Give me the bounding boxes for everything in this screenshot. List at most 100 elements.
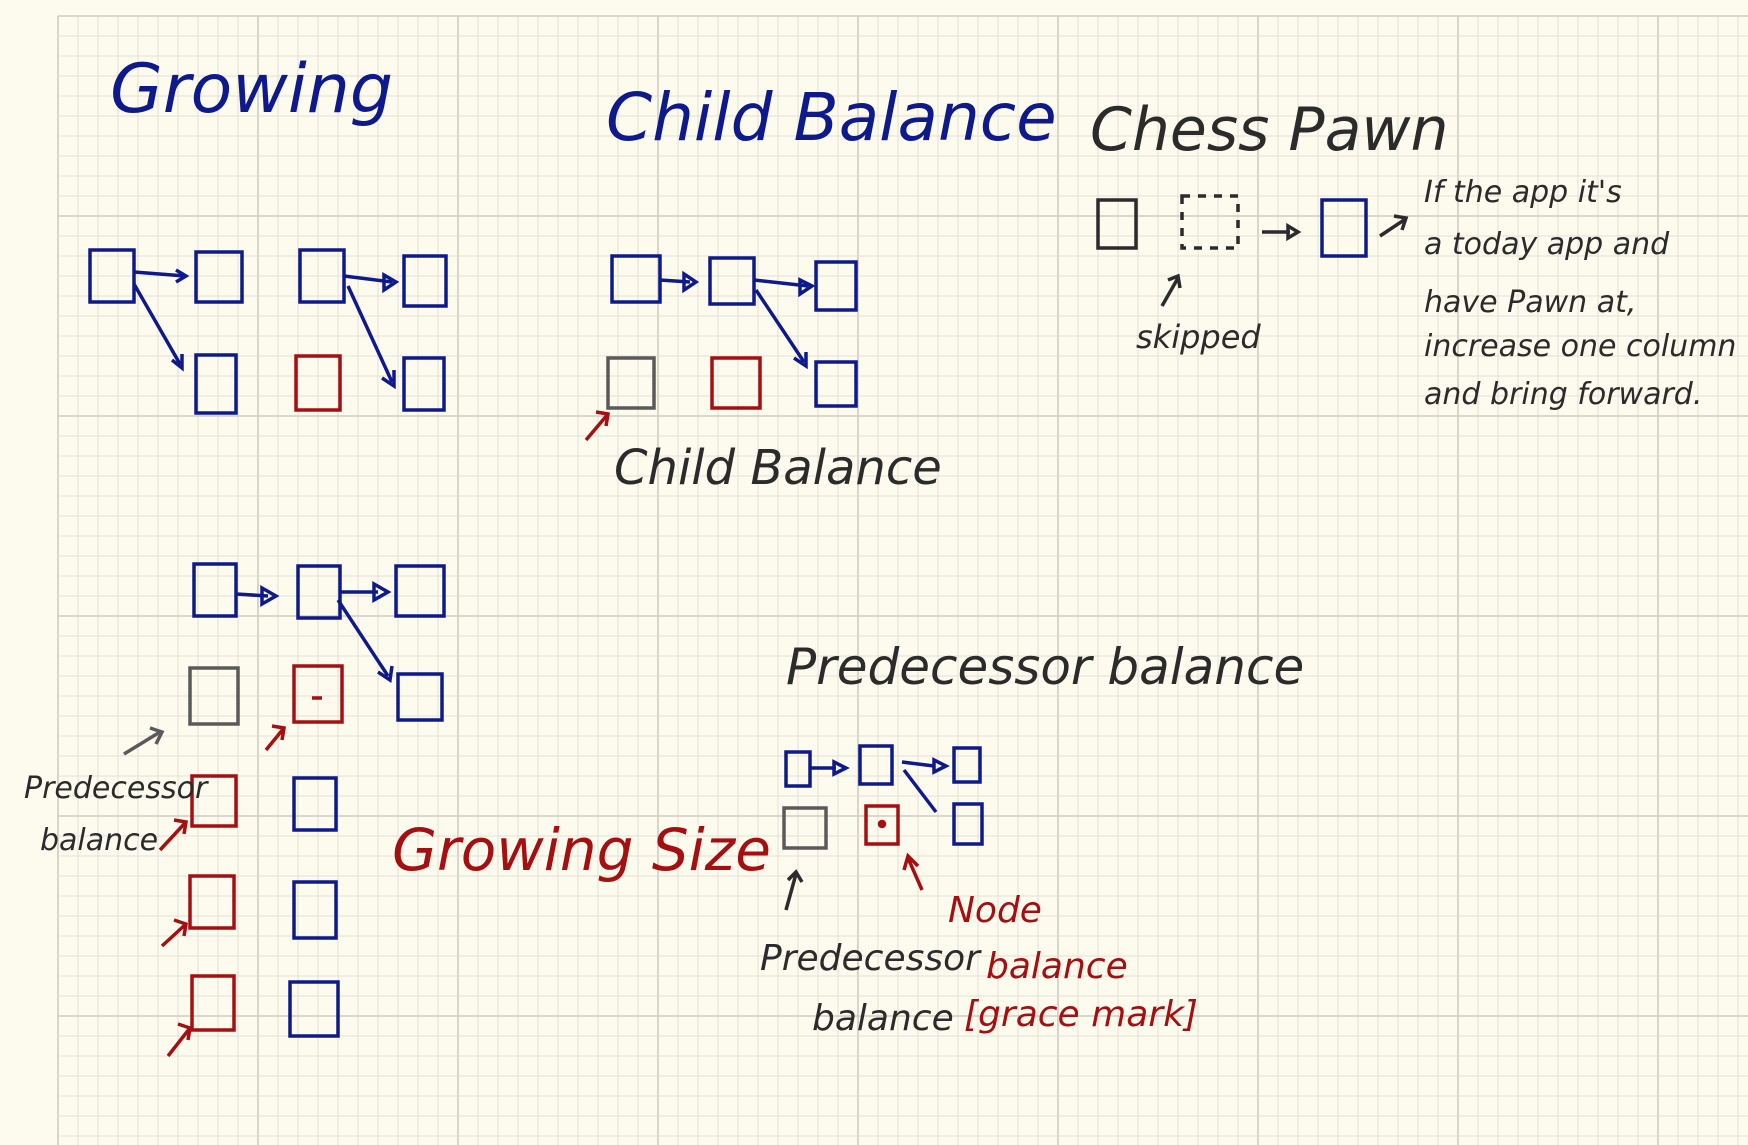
node-box [296,564,342,620]
child-balance-section: Child Balance Child Balance [584,79,1057,496]
node-balance-label-line2: balance [986,946,1128,987]
node-box [710,356,762,410]
predecessor-balance-diagram [782,744,984,911]
arrow [832,759,850,777]
pointer-arrow [906,857,924,891]
pointer-arrow [902,852,920,871]
pointer-arrow [123,730,161,756]
arrow [260,584,280,608]
child-balance-diagram [584,254,858,442]
arrow [798,277,816,298]
node-balance-label-line1: Node [948,890,1042,931]
pointer-arrow [784,873,798,911]
pointer-arrow [177,1022,192,1041]
chess-pawn-note-line4: increase one column [1424,329,1736,364]
node-box [194,353,238,415]
chess-pawn-diagram [1096,194,1409,307]
node-balance-label-line3: [grace mark] [964,994,1198,1035]
predecessor-balance-section: Predecessor balance Predecessor balance … [760,638,1304,1039]
pointer-arrow [160,922,188,948]
pointer-arrow [786,869,804,883]
chess-pawn-note-line5: and bring forward. [1424,377,1702,412]
arrow [1379,218,1405,238]
arrow [793,352,808,370]
node-box [188,666,240,726]
arrow [901,760,935,768]
arrow [932,757,950,775]
arrow [682,270,700,294]
arrow [1393,214,1409,231]
node-box [292,664,344,724]
growing-size-diagram [123,562,446,1058]
pointer-arrow [1160,277,1180,307]
node-box [292,880,338,940]
node-box [190,774,238,828]
arrow [133,270,186,278]
growing-diagram-2 [294,248,448,412]
node-box [402,254,448,308]
node-box [194,250,244,304]
arrow [902,768,938,814]
node-box [610,254,662,304]
child-balance-title: Child Balance [606,79,1057,156]
node-box [394,564,446,618]
node-box [858,744,894,786]
node-box [190,974,236,1032]
arrow [336,599,390,677]
growing-predecessor-label-line1: Predecessor [24,771,209,806]
pointer-arrow [271,724,287,741]
arrow [1286,222,1302,242]
arrow [754,289,806,363]
node-box [292,776,338,832]
node-box [1320,198,1368,258]
node-box [88,248,136,304]
node-box [814,260,858,312]
node-box [294,354,342,412]
pointer-arrow [149,726,165,745]
pointer-arrow [595,410,611,427]
arrow [346,285,394,383]
pointer-arrow [584,412,610,442]
node-box [814,360,858,408]
growing-predecessor-label-line2: balance [40,823,158,858]
arrow [132,283,182,365]
node-box [708,256,756,306]
node-box [952,746,982,784]
node-box [396,672,444,722]
growing-diagram-1 [88,248,244,415]
pointer-arrow [173,918,188,937]
chess-pawn-note-line3: have Pawn at, [1424,285,1636,320]
pointer-arrow [264,726,286,752]
node-box [402,356,446,412]
growing-title: Growing [110,50,393,129]
pointer-arrow [1167,273,1182,289]
pointer-arrow [173,818,189,835]
node-box [864,804,900,846]
node-box [782,806,828,850]
arrow [175,268,190,284]
pointer-arrow [158,820,188,852]
node-box [188,874,236,930]
node-box [606,356,656,410]
arrow [381,370,396,390]
predecessor-balance-label-line1: Predecessor [760,938,982,979]
chess-pawn-section: Chess Pawn skipped If the app it's a tod… [1090,95,1736,412]
node-box [192,562,238,618]
node-box [1096,198,1138,250]
pointer-arrow [166,1026,192,1058]
dot-mark [877,819,887,829]
growing-size-note: Growing Size [392,816,771,884]
chess-pawn-title: Chess Pawn [1090,95,1448,165]
arrow [382,271,400,294]
arrow [372,580,392,604]
predecessor-balance-label-line2: balance [812,998,954,1039]
predecessor-balance-title: Predecessor balance [786,638,1304,696]
arrow [377,665,394,683]
node-box [952,802,984,846]
chess-pawn-note-line1: If the app it's [1424,175,1622,210]
node-box [288,980,340,1038]
growing-section: Growing [24,50,771,1058]
child-balance-caption: Child Balance [614,440,942,496]
arrow [170,354,184,372]
